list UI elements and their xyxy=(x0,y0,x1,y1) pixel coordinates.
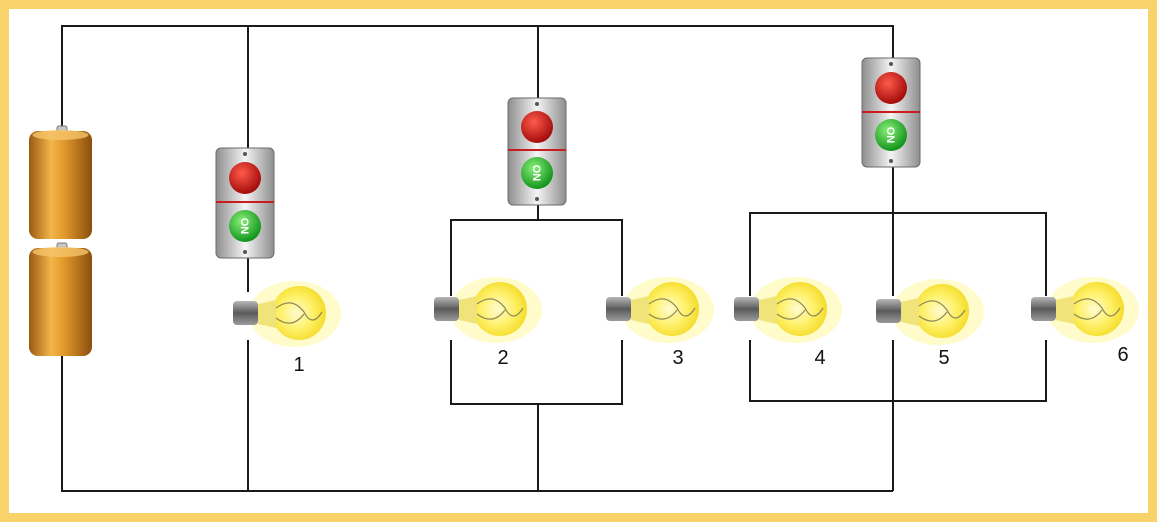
switch-2[interactable]: ON xyxy=(507,97,567,206)
on-button[interactable] xyxy=(875,119,907,151)
wire-branch-2-bottom xyxy=(450,340,623,405)
bulb-1-label: 1 xyxy=(293,354,304,376)
switch-1[interactable]: ON xyxy=(215,147,275,259)
bulb-5 xyxy=(876,279,984,345)
off-button[interactable] xyxy=(229,162,261,194)
wire-branch-3-bottom xyxy=(749,340,1047,402)
on-button[interactable] xyxy=(229,210,261,242)
wire-bottom-rail xyxy=(61,355,893,492)
bulb-5-label: 5 xyxy=(938,347,949,369)
bulb-3-label: 3 xyxy=(672,347,683,369)
bulb-base xyxy=(876,299,901,323)
wire-branch-3-top xyxy=(749,212,1047,296)
bulb-6 xyxy=(1031,277,1139,343)
bulb-base xyxy=(434,297,459,321)
bulb-base xyxy=(606,297,631,321)
battery xyxy=(29,125,92,356)
wire-top-rail xyxy=(61,25,894,128)
bulb-2 xyxy=(434,277,542,343)
wires xyxy=(61,25,1047,492)
bulb-1 xyxy=(233,281,341,347)
bulb-base xyxy=(233,301,258,325)
diagram-background xyxy=(9,9,1148,513)
wire-branch-2-left xyxy=(450,205,539,296)
bulb-4 xyxy=(734,277,842,343)
battery-cell-bottom xyxy=(29,242,92,356)
bulb-4-label: 4 xyxy=(814,347,825,369)
bulb-base xyxy=(734,297,759,321)
bulb-base xyxy=(1031,297,1056,321)
wire-branch-2-right xyxy=(538,219,623,296)
off-button[interactable] xyxy=(875,72,907,104)
bulb-3 xyxy=(606,277,714,343)
on-label: ON xyxy=(530,165,542,182)
switch-3[interactable]: ON xyxy=(861,57,921,168)
on-label: ON xyxy=(884,127,896,144)
off-button[interactable] xyxy=(521,111,553,143)
on-label: ON xyxy=(238,218,250,235)
battery-cell-top xyxy=(29,125,92,239)
bulb-2-label: 2 xyxy=(497,347,508,369)
bulb-6-label: 6 xyxy=(1117,344,1128,366)
on-button[interactable] xyxy=(521,157,553,189)
